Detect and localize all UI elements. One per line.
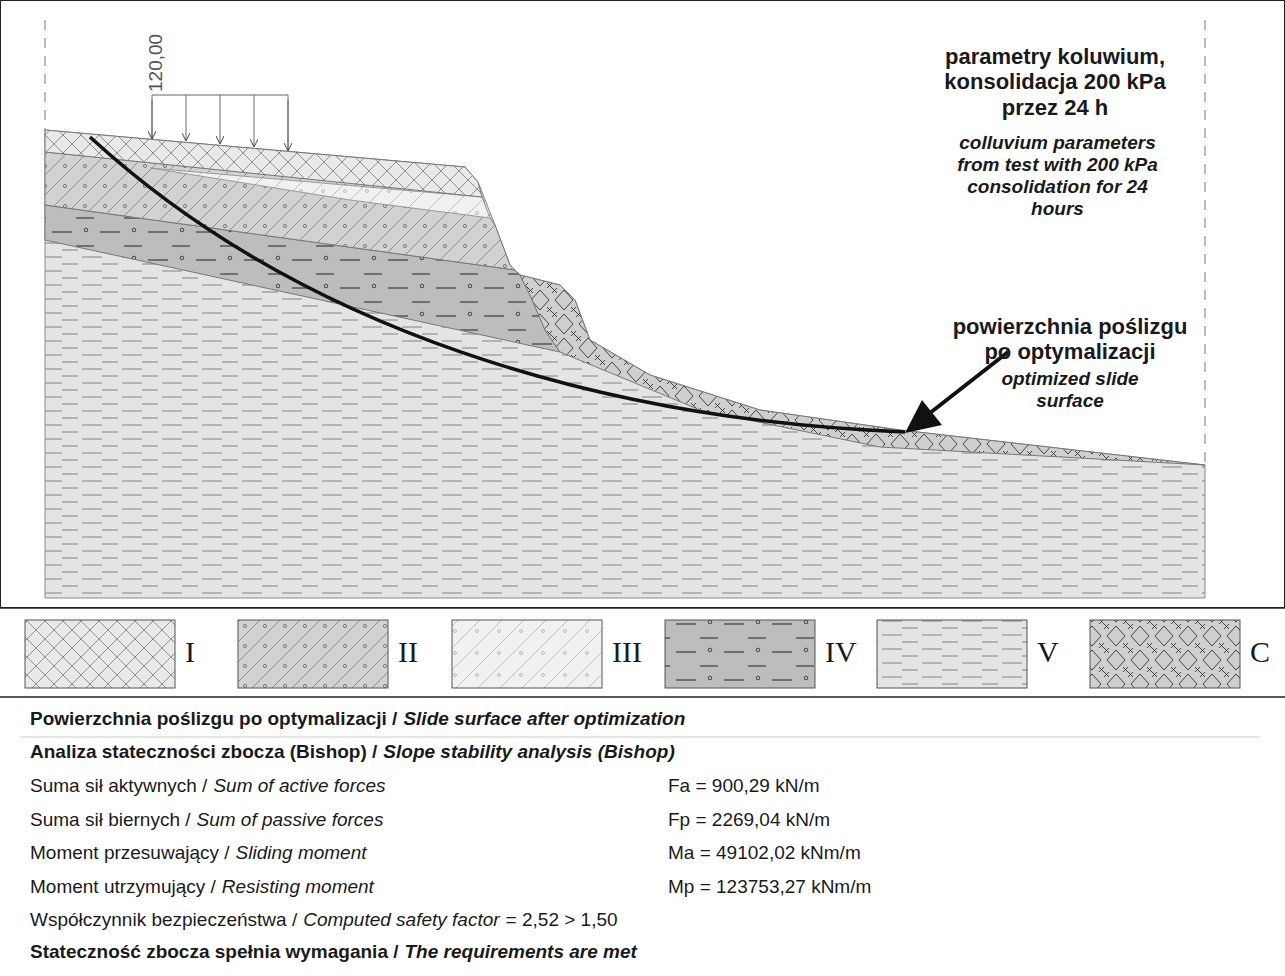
table-text: Slide surface after optimization — [403, 708, 685, 730]
result-value: Mp = 123753,27 kNm/m — [668, 876, 871, 898]
table-text: The requirements are met — [405, 941, 637, 963]
table-text: Analiza stateczności zbocza (Bishop) / — [30, 741, 377, 763]
table-text: Moment utrzymujący / — [30, 876, 216, 898]
layer-i — [45, 130, 482, 197]
table-text: Moment przesuwający / — [30, 842, 230, 864]
load-value: 120,00 — [145, 34, 167, 92]
table-text: Resisting moment — [222, 876, 374, 898]
legend-label: II — [398, 635, 418, 670]
load — [152, 95, 288, 151]
table-text: Computed safety factor — [303, 909, 499, 931]
table-text: Suma sił aktywnych / — [30, 775, 207, 797]
callout-label: optimized slide surface — [985, 368, 1155, 412]
legend-swatch — [238, 620, 388, 688]
legend-swatch — [452, 620, 602, 688]
table-text: Sum of active forces — [213, 775, 385, 797]
result-value: Ma = 49102,02 kNm/m — [668, 842, 861, 864]
legend-label: C — [1250, 635, 1270, 670]
table-text: Stateczność zbocza spełnia wymagania / — [30, 941, 399, 963]
result-value: Fp = 2269,04 kN/m — [668, 809, 830, 831]
table-text: Powierzchnia poślizgu po optymalizacji / — [30, 708, 397, 730]
legend-label: III — [612, 635, 642, 670]
callout-label: powierzchnia poślizgu po optymalizacji — [940, 314, 1200, 365]
legend-label: I — [185, 635, 195, 670]
table-text: Sum of passive forces — [197, 809, 384, 831]
table-text: Slope stability analysis (Bishop) — [383, 741, 674, 763]
legend-label: IV — [825, 635, 857, 670]
result-value: Fa = 900,29 kN/m — [668, 775, 820, 797]
legend-swatch — [665, 620, 815, 688]
table-text: Współczynnik bezpieczeństwa / — [30, 909, 297, 931]
layer-v — [45, 130, 1205, 598]
table-text: = 2,52 > 1,50 — [506, 909, 618, 931]
legend-swatch — [1090, 620, 1240, 688]
slide-surface — [90, 137, 905, 432]
table-text: Sliding moment — [236, 842, 367, 864]
note-text: parametry koluwium, konsolidacja 200 kPa… — [930, 44, 1180, 120]
legend-label: V — [1037, 635, 1059, 670]
table-text: Suma sił biernych / — [30, 809, 191, 831]
layer-c — [520, 275, 1205, 465]
note-text: colluvium parameters from test with 200 … — [945, 132, 1170, 219]
legend-swatch — [877, 620, 1027, 688]
legend-swatch — [25, 620, 175, 688]
